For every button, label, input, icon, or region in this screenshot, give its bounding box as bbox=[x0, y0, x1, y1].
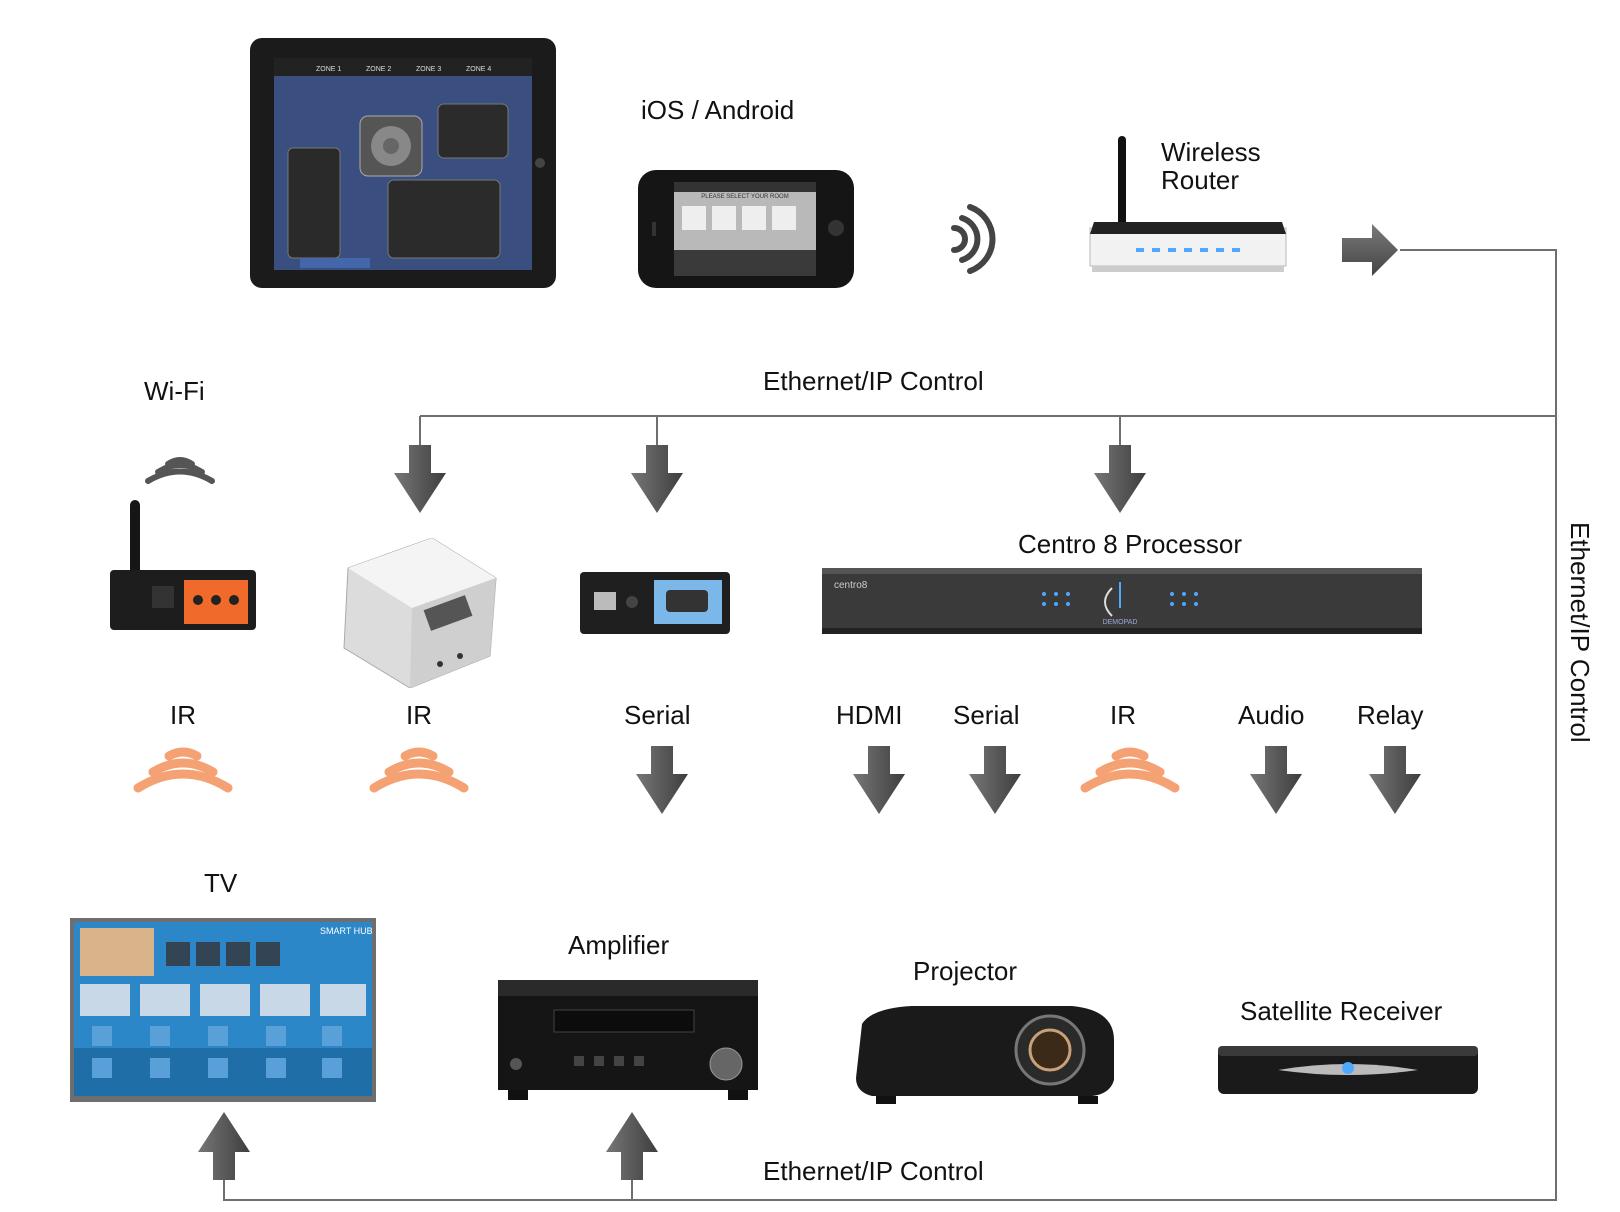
ethernet-top-label: Ethernet/IP Control bbox=[763, 366, 984, 396]
satellite-label: Satellite Receiver bbox=[1240, 996, 1443, 1026]
ethernet-bottom-label: Ethernet/IP Control bbox=[763, 1156, 984, 1186]
arrow-down-ir-box bbox=[394, 445, 446, 513]
wifi-icon bbox=[145, 457, 215, 484]
ethernet-side-label: Ethernet/IP Control bbox=[1565, 522, 1595, 743]
output-label-ir: IR bbox=[170, 700, 196, 730]
arrow-down-relay bbox=[1369, 746, 1421, 814]
router-line bbox=[223, 249, 1557, 1201]
centro-sub-text: DEMOPAD bbox=[1103, 619, 1138, 626]
arrow-down-serial-out bbox=[636, 746, 688, 814]
satellite-receiver-device bbox=[1218, 1040, 1478, 1102]
tablet-zone-tab: ZONE 3 bbox=[416, 66, 441, 73]
serial-interface-box bbox=[580, 572, 730, 636]
output-label-hdmi: HDMI bbox=[836, 700, 903, 730]
output-label-serial: Serial bbox=[624, 700, 691, 730]
output-label-ir: IR bbox=[1110, 700, 1136, 730]
tablet-device: ZONE 1 ZONE 2 ZONE 3 ZONE 4 bbox=[250, 38, 556, 288]
output-label-audio: Audio bbox=[1238, 700, 1305, 730]
tablet-zone-tab: ZONE 2 bbox=[366, 66, 391, 73]
ir-interface-box bbox=[340, 538, 500, 688]
phone-device: PLEASE SELECT YOUR ROOM bbox=[638, 170, 854, 288]
wireless-router-label-line1: Wireless bbox=[1161, 137, 1261, 167]
tv-smart-hub-text: SMART HUB bbox=[320, 926, 373, 936]
router-arrow bbox=[1342, 224, 1398, 276]
arrow-up-tv bbox=[198, 1112, 250, 1180]
wireless-router-label: Wireless Router bbox=[1161, 138, 1261, 194]
wifi-ir-unit bbox=[108, 500, 258, 632]
arrow-down-hdmi bbox=[853, 746, 905, 814]
output-label-relay: Relay bbox=[1357, 700, 1424, 730]
tv-label: TV bbox=[204, 868, 238, 898]
ir-wave-icon bbox=[1080, 747, 1180, 793]
router-device bbox=[1080, 136, 1296, 276]
ir-wave-icon bbox=[369, 747, 469, 793]
arrow-down-centro bbox=[1094, 445, 1146, 513]
output-label-serial: Serial bbox=[953, 700, 1020, 730]
arrow-down-audio bbox=[1250, 746, 1302, 814]
projector-label: Projector bbox=[913, 956, 1018, 986]
centro-brand-text: centro8 bbox=[834, 580, 868, 591]
arrow-up-amp bbox=[606, 1112, 658, 1180]
centro-label: Centro 8 Processor bbox=[1018, 529, 1242, 559]
wireless-signal-icon bbox=[951, 204, 996, 274]
tablet-zone-tab: ZONE 4 bbox=[466, 66, 491, 73]
phone-header-text: PLEASE SELECT YOUR ROOM bbox=[701, 194, 788, 200]
wireless-router-label-line2: Router bbox=[1161, 165, 1240, 195]
ethernet-lines bbox=[223, 249, 1557, 1201]
arrow-down-serial-box bbox=[631, 445, 683, 513]
centro-processor: centro8 DEMOPAD bbox=[822, 568, 1422, 636]
tablet-zone-tab: ZONE 1 bbox=[316, 66, 341, 73]
arrow-down-serial-centro bbox=[969, 746, 1021, 814]
ios-android-label: iOS / Android bbox=[641, 95, 795, 125]
amplifier-label: Amplifier bbox=[568, 930, 670, 960]
ir-wave-icon bbox=[133, 747, 233, 793]
projector-device bbox=[852, 1000, 1118, 1108]
amplifier-device bbox=[498, 980, 758, 1104]
tv-device: SMART HUB bbox=[70, 918, 376, 1102]
output-label-ir: IR bbox=[406, 700, 432, 730]
wifi-label: Wi-Fi bbox=[144, 376, 205, 406]
